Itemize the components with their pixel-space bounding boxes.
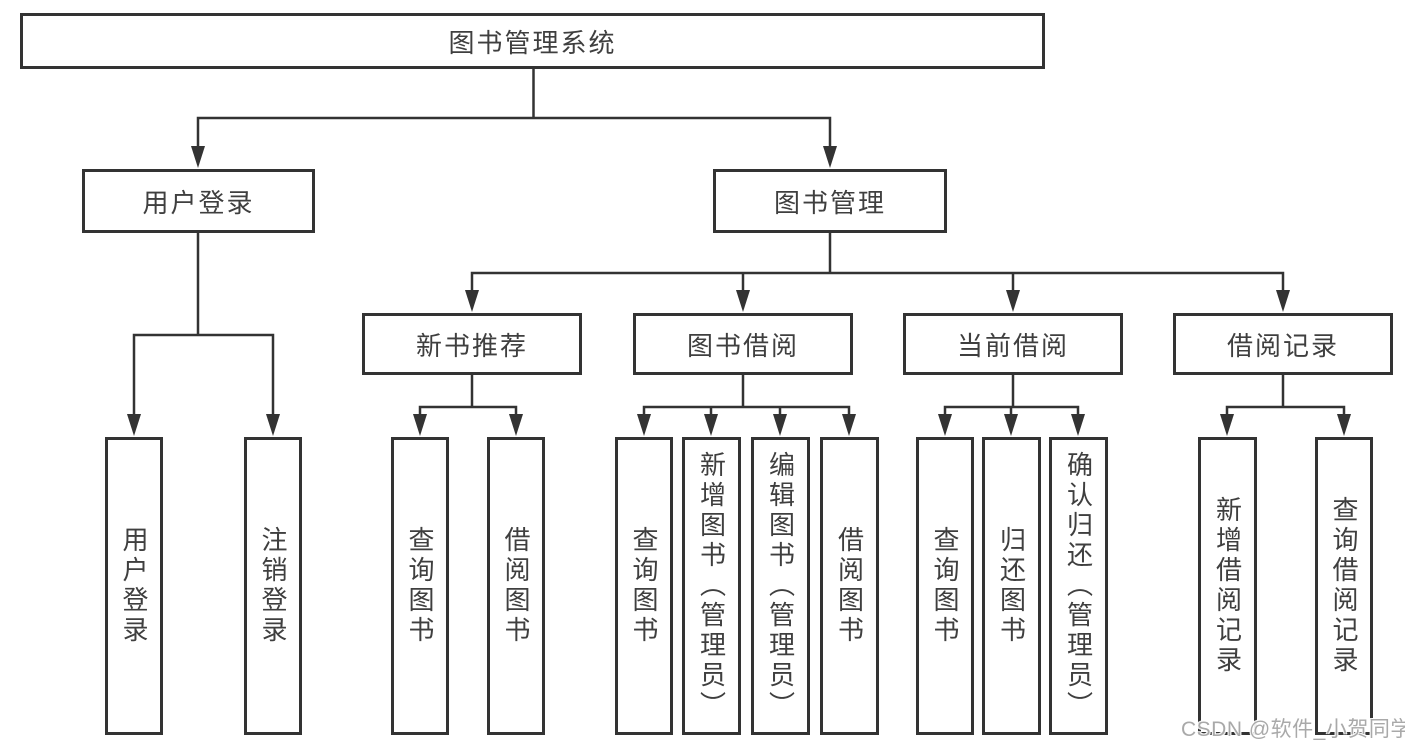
leaf-user-login: 用户登录 <box>105 437 163 735</box>
csdn-watermark: CSDN @软件_小贺同学 <box>1181 718 1405 741</box>
leaf-add-book-admin: 新增图书（管理员） <box>682 437 741 735</box>
leaf-borrow-book: 借阅图书 <box>820 437 879 735</box>
leaf-edit-book-admin: 编辑图书（管理员） <box>751 437 810 735</box>
node-user-login: 用户登录 <box>82 169 315 233</box>
node-current-borrowing: 当前借阅 <box>903 313 1123 375</box>
leaf-query-book-current: 查询图书 <box>916 437 974 735</box>
node-book-management: 图书管理 <box>713 169 947 233</box>
leaf-query-book-recommend: 查询图书 <box>391 437 449 735</box>
leaf-query-borrow-record: 查询借阅记录 <box>1315 437 1373 735</box>
leaf-borrow-book-recommend: 借阅图书 <box>487 437 545 735</box>
leaf-return-book: 归还图书 <box>982 437 1041 735</box>
node-root-system: 图书管理系统 <box>20 13 1045 69</box>
leaf-query-book-borrow: 查询图书 <box>615 437 673 735</box>
leaf-add-borrow-record: 新增借阅记录 <box>1198 437 1257 735</box>
node-book-borrowing: 图书借阅 <box>633 313 853 375</box>
node-borrow-records: 借阅记录 <box>1173 313 1393 375</box>
node-new-book-recommend: 新书推荐 <box>362 313 582 375</box>
leaf-confirm-return-admin: 确认归还（管理员） <box>1049 437 1108 735</box>
leaf-logout: 注销登录 <box>244 437 302 735</box>
